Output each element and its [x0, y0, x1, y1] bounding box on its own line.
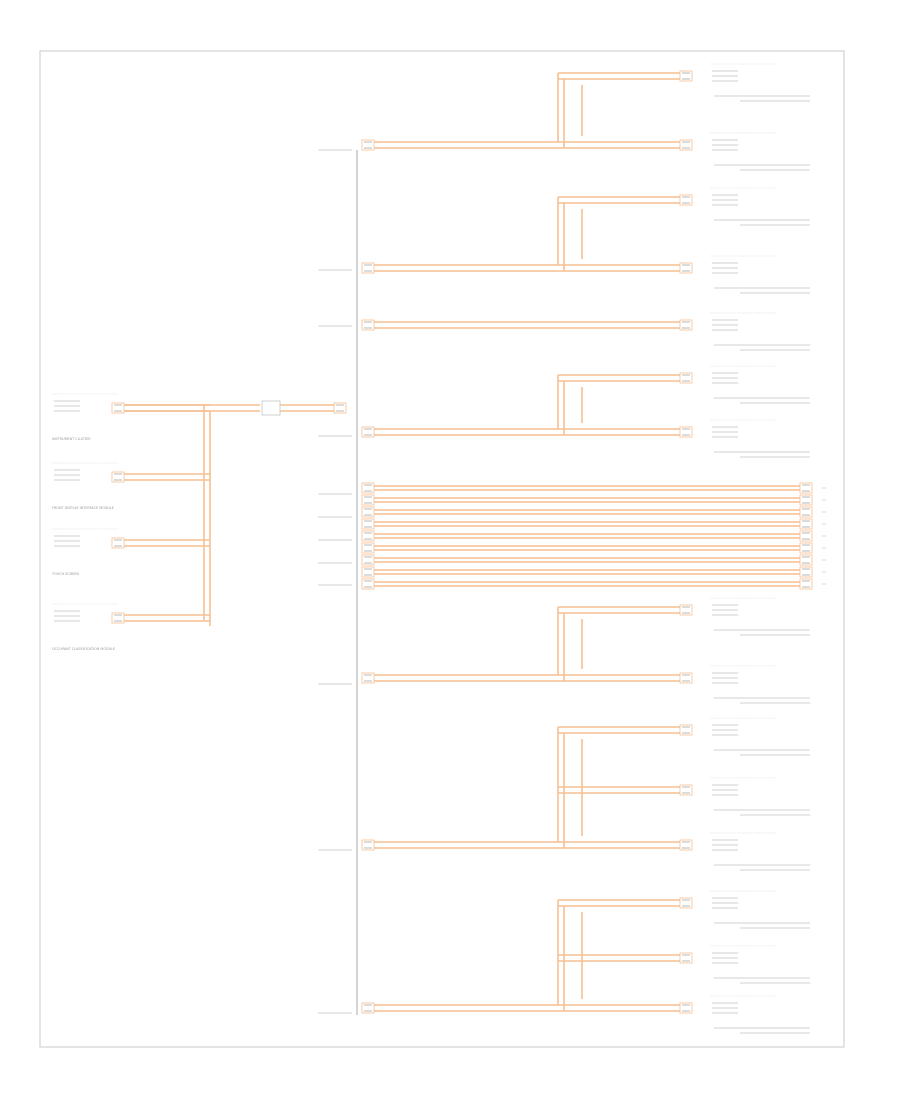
left-module-title: TOUCH SCREEN: [51, 572, 79, 576]
connector-pins: [679, 839, 693, 851]
left-module-title: INSTRUMENT CLUSTER: [52, 437, 91, 441]
diagram-frame: [39, 50, 845, 1048]
connector-pins: [361, 518, 375, 530]
gateway-junction: [261, 400, 281, 416]
connector-pins: [361, 554, 375, 566]
connector-pins: [111, 537, 125, 549]
connector-pins: [111, 402, 125, 414]
connector-pins: [361, 262, 375, 274]
connector-pins: [799, 482, 813, 494]
connector-pins: [679, 372, 693, 384]
connector-pins: [333, 402, 347, 414]
connector-pins: [799, 530, 813, 542]
connector-pins: [361, 672, 375, 684]
connector-pins: [361, 139, 375, 151]
connector-pins: [679, 194, 693, 206]
connector-pins: [799, 518, 813, 530]
connector-pins: [361, 542, 375, 554]
connector-pins: [679, 70, 693, 82]
connector-pins: [111, 612, 125, 624]
connector-pins: [361, 319, 375, 331]
connector-pins: [799, 506, 813, 518]
connector-pins: [679, 604, 693, 616]
connector-pins: [361, 426, 375, 438]
connector-pins: [679, 897, 693, 909]
connector-pins: [799, 542, 813, 554]
left-module-title: OCCUPANT CLASSIFICATION MODULE: [52, 647, 115, 651]
connector-pins: [679, 426, 693, 438]
connector-pins: [799, 554, 813, 566]
connector-pins: [361, 578, 375, 590]
connector-pins: [361, 839, 375, 851]
component-group: INSTRUMENT CLUSTER FRONT DISPLAY INTERFAC…: [51, 63, 826, 1034]
connector-pins: [799, 566, 813, 578]
connector-pins: [111, 471, 125, 483]
connector-pins: [361, 566, 375, 578]
connector-pins: [679, 139, 693, 151]
connector-pins: [679, 319, 693, 331]
wire-group: [124, 72, 800, 1012]
connector-pins: [679, 262, 693, 274]
connector-pins: [361, 494, 375, 506]
connector-pins: [799, 578, 813, 590]
connector-pins: [361, 506, 375, 518]
left-module-title: FRONT DISPLAY INTERFACE MODULE: [52, 506, 114, 510]
connector-pins: [361, 1002, 375, 1014]
connector-pins: [799, 494, 813, 506]
connector-pins: [679, 672, 693, 684]
connector-pins: [679, 724, 693, 736]
connector-pins: [679, 784, 693, 796]
connector-pins: [361, 482, 375, 494]
connector-pins: [361, 530, 375, 542]
connector-pins: [679, 1002, 693, 1014]
connector-pins: [679, 952, 693, 964]
